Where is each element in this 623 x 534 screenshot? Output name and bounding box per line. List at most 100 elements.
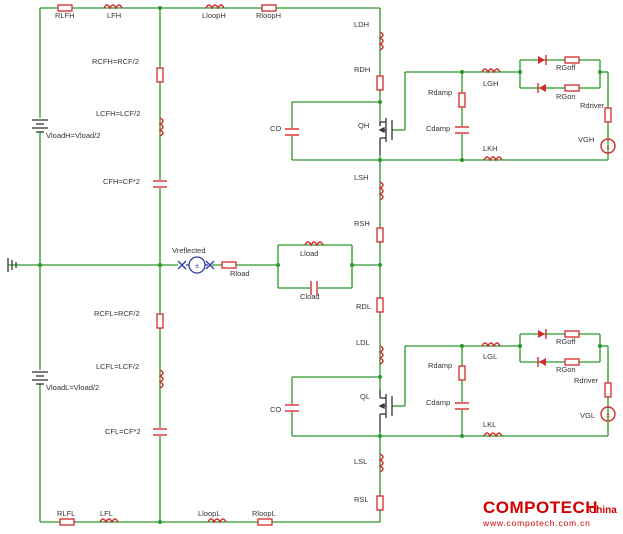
inductor-lloop-h	[205, 4, 225, 10]
transistor-ql	[378, 390, 393, 432]
label-rsl: RSL	[354, 495, 369, 504]
label-cload: Cload	[300, 292, 320, 301]
label-lfh: LFH	[107, 11, 121, 20]
label-rgoff-h: RGoff	[556, 63, 576, 72]
inductor-lloop-l	[207, 518, 227, 524]
label-vload-h: VloadH=Vload/2	[46, 131, 100, 140]
resistor-rlfl	[59, 518, 75, 526]
wires	[8, 7, 609, 523]
svg-text:±: ±	[606, 144, 610, 151]
inductor-lgh	[481, 68, 501, 74]
resistor-rdamp-l	[458, 365, 466, 381]
watermark-region: China	[589, 505, 617, 516]
label-rdamp-l: Rdamp	[428, 361, 452, 370]
resistor-rdriver-h	[604, 107, 612, 123]
resistor-rgoff-l	[564, 330, 580, 338]
resistor-rcfl	[156, 313, 164, 329]
resistor-rloop-h	[261, 4, 277, 12]
ground-icon	[7, 258, 17, 272]
label-qh: QH	[358, 121, 369, 130]
resistor-rcfh	[156, 67, 164, 83]
resistor-rgon-h	[564, 84, 580, 92]
label-lgh: LGH	[483, 79, 498, 88]
inductor-lfl	[99, 518, 119, 524]
label-lgl: LGL	[483, 352, 497, 361]
inductor-lgl	[481, 342, 501, 348]
inductor-lsl	[378, 453, 384, 473]
compotech-watermark-logo: COMPOTECH China www.compotech.com.cn	[482, 498, 617, 528]
resistor-rsh	[376, 227, 384, 243]
resistor-rloop-l	[257, 518, 273, 526]
label-rloop-h: RloopH	[256, 11, 281, 20]
label-vload-l: VloadL=Vload/2	[46, 383, 99, 392]
label-lcfh: LCFH=LCF/2	[96, 109, 140, 118]
label-rload: Rload	[230, 269, 250, 278]
label-lloop-l: LloopL	[198, 509, 221, 518]
label-rcfl: RCFL=RCF/2	[94, 309, 140, 318]
label-ql: QL	[360, 392, 370, 401]
svg-text:±: ±	[195, 263, 199, 270]
label-cdamp-h: Cdamp	[426, 124, 450, 133]
battery-vload-h	[30, 118, 50, 133]
label-ldh: LDH	[354, 20, 369, 29]
resistor-rgoff-h	[564, 56, 580, 64]
capacitor-cfh	[152, 180, 168, 188]
inductor-lcfl	[158, 369, 164, 389]
label-lfl: LFL	[100, 509, 113, 518]
label-co-l: CO	[270, 405, 281, 414]
diode-roff-l	[538, 329, 547, 339]
label-rdriver-l: Rdriver	[574, 376, 599, 385]
label-rloop-l: RloopL	[252, 509, 276, 518]
label-lcfl: LCFL=LCF/2	[96, 362, 139, 371]
capacitor-cdamp-h	[454, 126, 470, 134]
junction-dots	[38, 6, 602, 524]
inductor-lfh	[103, 4, 123, 10]
diode-ron-h	[537, 83, 546, 93]
label-co-h: CO	[270, 124, 281, 133]
battery-vload-l	[30, 370, 50, 385]
watermark-url: www.compotech.com.cn	[482, 518, 591, 528]
label-rdamp-h: Rdamp	[428, 88, 452, 97]
resistor-rdh	[376, 75, 384, 91]
label-rdriver-h: Rdriver	[580, 101, 605, 110]
label-ldl: LDL	[356, 338, 370, 347]
label-rlfh: RLFH	[55, 11, 75, 20]
resistor-rlfh	[57, 4, 73, 12]
inductor-lkh	[483, 156, 503, 162]
label-vreflected: Vreflected	[172, 246, 206, 255]
watermark-brand: COMPOTECH	[483, 498, 598, 517]
label-lsh: LSH	[354, 173, 369, 182]
label-lsl: LSL	[354, 457, 367, 466]
resistor-rload	[221, 261, 237, 269]
label-vgl: VGL	[580, 411, 595, 420]
diode-roff-h	[538, 55, 547, 65]
label-cfl: CFL=CF*2	[105, 427, 141, 436]
svg-text:±: ±	[606, 412, 610, 419]
label-lkh: LKH	[483, 144, 498, 153]
label-rcfh: RCFH=RCF/2	[92, 57, 139, 66]
capacitor-cload	[310, 280, 318, 296]
resistor-rdriver-l	[604, 382, 612, 398]
transistor-qh	[378, 118, 393, 155]
label-vgh: VGH	[578, 135, 594, 144]
label-rdl: RDL	[356, 302, 371, 311]
resistor-rsl	[376, 495, 384, 511]
resistor-rgon-l	[564, 358, 580, 366]
capacitor-co-l	[284, 404, 300, 412]
source-vgh-icon: ±	[600, 138, 616, 154]
label-rsh: RSH	[354, 219, 370, 228]
capacitor-cfl	[152, 428, 168, 436]
label-rdh: RDH	[354, 65, 370, 74]
label-lload: Lload	[300, 249, 318, 258]
diode-ron-l	[537, 357, 546, 367]
inductor-lkl	[483, 432, 503, 438]
label-rgon-h: RGon	[556, 92, 576, 101]
component-labels: RLFH LFH LloopH RloopH LDH RDH RCFH=RCF/…	[46, 11, 605, 518]
inductor-lcfh	[158, 117, 164, 137]
vreflected-source-icon: ±	[177, 256, 215, 274]
inductor-ldl	[378, 345, 384, 365]
inductor-lsh	[378, 181, 384, 201]
label-lkl: LKL	[483, 420, 496, 429]
inductor-lload	[304, 241, 324, 247]
